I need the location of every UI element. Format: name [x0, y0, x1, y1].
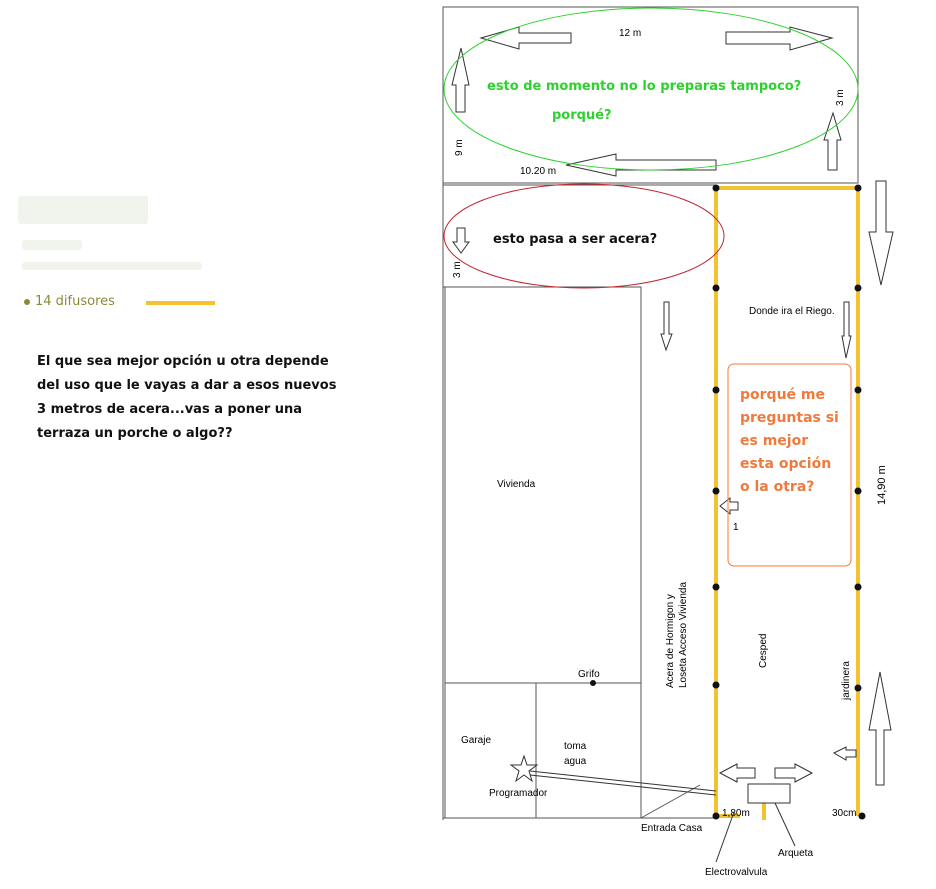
- arrow-left-icon: [718, 763, 756, 783]
- dim-top-width: 12 m: [619, 28, 642, 39]
- diffuser: [854, 184, 862, 192]
- diffuser: [854, 684, 862, 692]
- label-acera: Acera de Hormigon y Loseta Acceso Vivien…: [665, 581, 689, 688]
- vivienda-outline: [444, 286, 642, 684]
- blurred-artifact: [18, 196, 148, 224]
- arrow-left-icon: [832, 746, 857, 761]
- toma-pipe-b: [529, 774, 717, 796]
- dim-bottom-left: 1,80m: [722, 808, 750, 819]
- diffuser: [712, 812, 720, 820]
- comment-strip-ellipse: esto pasa a ser acera?: [493, 232, 658, 247]
- label-vivienda: Vivienda: [497, 479, 536, 490]
- arrow-down-icon: [452, 227, 470, 254]
- arqueta-box: [747, 783, 791, 804]
- entrada-door-swing: [640, 784, 701, 819]
- diffuser: [712, 184, 720, 192]
- blurred-artifact: [22, 262, 202, 270]
- top-zone-outline: [442, 6, 859, 184]
- toma-pipe-a: [529, 770, 717, 792]
- dim-mid-width: 10.20 m: [520, 166, 557, 177]
- label-programador: Programador: [489, 788, 548, 799]
- dim-right-small: 3 m: [835, 89, 846, 106]
- comment-box-orange-text: porqué me preguntas si es mejor esta opc…: [740, 387, 839, 495]
- comment-top-ellipse: esto de momento no lo preparas tampoco?: [487, 79, 802, 94]
- diffuser: [712, 487, 720, 495]
- arrow-right-icon: [725, 26, 834, 51]
- legend-dot: [24, 299, 30, 305]
- arrow-left-icon: [565, 153, 717, 177]
- label-toma-agua: toma agua: [564, 741, 587, 767]
- dim-right-length: 14,90 m: [876, 465, 888, 505]
- dim-top-height: 9 m: [454, 139, 465, 156]
- blurred-artifact: [22, 240, 82, 250]
- label-grifo: Grifo: [578, 669, 600, 680]
- diffuser: [712, 681, 720, 689]
- diffuser: [854, 386, 862, 394]
- arrow-up-icon: [868, 671, 892, 786]
- arrow-up-icon: [451, 47, 470, 113]
- comment-ellipse-green: [443, 7, 859, 171]
- arrow-down-icon: [868, 180, 894, 286]
- comment-box-orange: [727, 363, 852, 567]
- diffuser: [854, 487, 862, 495]
- label-electrovalvula: Electrovalvula: [705, 867, 768, 878]
- diffuser: [712, 386, 720, 394]
- label-entrada: Entrada Casa: [641, 823, 703, 834]
- programador-star-icon: [509, 754, 539, 783]
- arrows: [451, 26, 894, 786]
- label-jardinera: jardinera: [841, 661, 852, 700]
- label-marker-1: 1: [733, 522, 739, 533]
- legend-diffusers-label: 14 difusores: [35, 294, 115, 309]
- comment-top-ellipse-2: porqué?: [552, 108, 612, 123]
- arqueta-pointer: [774, 802, 796, 847]
- label-garaje: Garaje: [461, 735, 492, 746]
- electrovalvula-pointer: [715, 811, 735, 863]
- label-cesped: Cesped: [758, 633, 769, 668]
- label-arqueta: Arqueta: [778, 848, 814, 859]
- arrow-down-icon: [660, 301, 673, 352]
- diffuser: [854, 583, 862, 591]
- arrow-down-icon: [841, 301, 852, 359]
- arrow-left-icon: [479, 26, 572, 50]
- diffuser-dots: [24, 184, 866, 820]
- arrow-left-icon: [719, 496, 739, 516]
- note-left: El que sea mejor opción u otra depende d…: [37, 354, 337, 441]
- diffuser: [712, 284, 720, 292]
- grifo-dot: [590, 680, 596, 686]
- label-riego: Donde ira el Riego.: [749, 306, 835, 317]
- diffuser: [858, 812, 866, 820]
- comment-ellipse-red: [443, 183, 725, 289]
- diffuser: [854, 284, 862, 292]
- dim-bottom-right: 30cm: [832, 808, 857, 819]
- arrow-right-icon: [774, 763, 814, 783]
- dim-strip-height: 3 m: [452, 261, 463, 278]
- diffuser: [712, 583, 720, 591]
- arrow-up-icon: [823, 111, 842, 171]
